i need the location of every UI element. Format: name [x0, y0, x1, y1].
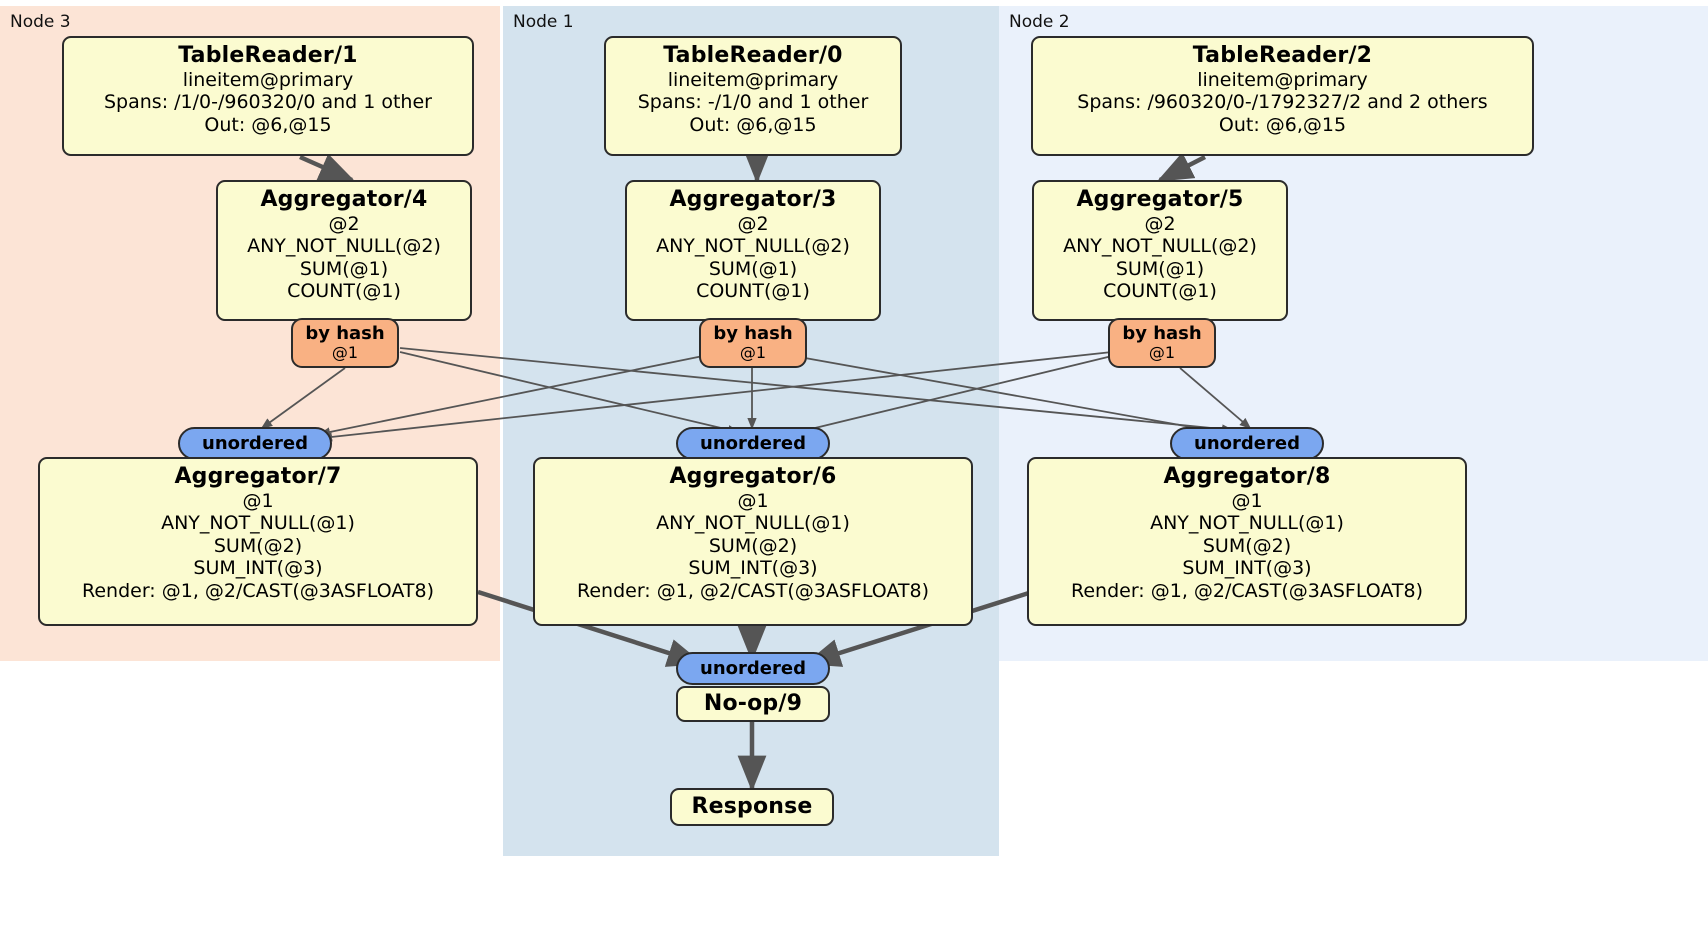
box-line: ANY_NOT_NULL(@2) — [247, 235, 441, 258]
processor-box-noop-9[interactable]: No-op/9 — [676, 686, 830, 722]
box-line: SUM_INT(@3) — [193, 557, 323, 580]
processor-box-tablereader-0[interactable]: TableReader/0 lineitem@primary Spans: -/… — [604, 36, 902, 156]
box-title: TableReader/1 — [178, 43, 358, 68]
processor-box-tablereader-1[interactable]: TableReader/1 lineitem@primary Spans: /1… — [62, 36, 474, 156]
box-line: Out: @6,@15 — [1218, 113, 1347, 136]
box-line: @1 — [1231, 489, 1263, 512]
processor-box-response[interactable]: Response — [670, 788, 834, 826]
box-line: SUM(@1) — [1115, 257, 1205, 280]
box-title: No-op/9 — [703, 691, 803, 716]
output-router-badge-by-hash-left[interactable]: by hash @1 — [291, 318, 399, 368]
box-title: Aggregator/5 — [1076, 187, 1244, 212]
sync-label: unordered — [1194, 432, 1300, 454]
box-title: Aggregator/4 — [260, 187, 428, 212]
box-line: ANY_NOT_NULL(@1) — [1150, 512, 1344, 535]
router-type-label: by hash — [713, 323, 793, 345]
box-line: Render: @1, @2/CAST(@3ASFLOAT8) — [577, 579, 929, 602]
box-title: Aggregator/3 — [669, 187, 837, 212]
node-panel-label: Node 1 — [513, 12, 574, 32]
box-line: COUNT(@1) — [287, 280, 401, 303]
box-line: SUM(@2) — [708, 534, 798, 557]
box-line: ANY_NOT_NULL(@2) — [1063, 235, 1257, 258]
router-type-label: by hash — [1122, 323, 1202, 345]
router-column-label: @1 — [739, 343, 767, 363]
box-title: Aggregator/6 — [669, 464, 837, 489]
box-line: lineitem@primary — [667, 68, 839, 91]
box-line: COUNT(@1) — [696, 280, 810, 303]
box-line: lineitem@primary — [1197, 68, 1368, 91]
box-line: Render: @1, @2/CAST(@3ASFLOAT8) — [1071, 579, 1423, 602]
processor-box-tablereader-2[interactable]: TableReader/2 lineitem@primary Spans: /9… — [1031, 36, 1534, 156]
box-line: COUNT(@1) — [1103, 280, 1217, 303]
box-line: ANY_NOT_NULL(@1) — [161, 512, 355, 535]
box-line: Spans: /1/0-/960320/0 and 1 other — [104, 91, 432, 114]
output-router-badge-by-hash-right[interactable]: by hash @1 — [1108, 318, 1216, 368]
processor-box-aggregator-3[interactable]: Aggregator/3 @2 ANY_NOT_NULL(@2) SUM(@1)… — [625, 180, 881, 321]
box-line: SUM_INT(@3) — [688, 557, 818, 580]
node-panel-label: Node 2 — [1009, 12, 1070, 32]
router-type-label: by hash — [305, 323, 385, 345]
box-line: ANY_NOT_NULL(@2) — [656, 235, 850, 258]
box-title: TableReader/0 — [663, 43, 843, 68]
box-line: lineitem@primary — [182, 68, 354, 91]
box-line: Out: @6,@15 — [689, 113, 817, 136]
node-panel-label: Node 3 — [10, 12, 71, 32]
processor-box-aggregator-5[interactable]: Aggregator/5 @2 ANY_NOT_NULL(@2) SUM(@1)… — [1032, 180, 1288, 321]
box-line: @1 — [737, 489, 769, 512]
processor-box-aggregator-8[interactable]: Aggregator/8 @1 ANY_NOT_NULL(@1) SUM(@2)… — [1027, 457, 1467, 626]
processor-box-aggregator-6[interactable]: Aggregator/6 @1 ANY_NOT_NULL(@1) SUM(@2)… — [533, 457, 973, 626]
box-line: SUM(@2) — [213, 534, 303, 557]
box-line: SUM(@1) — [299, 257, 389, 280]
router-column-label: @1 — [331, 343, 359, 363]
box-line: SUM(@1) — [708, 257, 798, 280]
input-sync-badge-unordered-center[interactable]: unordered — [676, 427, 830, 460]
output-router-badge-by-hash-center[interactable]: by hash @1 — [699, 318, 807, 368]
sync-label: unordered — [700, 432, 806, 454]
sync-label: unordered — [202, 432, 308, 454]
router-column-label: @1 — [1148, 343, 1176, 363]
box-line: ANY_NOT_NULL(@1) — [656, 512, 850, 535]
box-title: Response — [691, 794, 813, 819]
input-sync-badge-unordered-right[interactable]: unordered — [1170, 427, 1324, 460]
input-sync-badge-unordered-final[interactable]: unordered — [676, 652, 830, 685]
input-sync-badge-unordered-left[interactable]: unordered — [178, 427, 332, 460]
box-line: Render: @1, @2/CAST(@3ASFLOAT8) — [82, 579, 434, 602]
box-line: Spans: -/1/0 and 1 other — [637, 91, 869, 114]
processor-box-aggregator-7[interactable]: Aggregator/7 @1 ANY_NOT_NULL(@1) SUM(@2)… — [38, 457, 478, 626]
box-line: Out: @6,@15 — [204, 113, 332, 136]
box-line: @1 — [242, 489, 274, 512]
box-title: Aggregator/7 — [174, 464, 342, 489]
sync-label: unordered — [700, 657, 806, 679]
box-line: @2 — [328, 212, 360, 235]
box-line: @2 — [737, 212, 769, 235]
box-title: TableReader/2 — [1192, 43, 1373, 68]
box-title: Aggregator/8 — [1163, 464, 1331, 489]
box-line: SUM_INT(@3) — [1182, 557, 1312, 580]
box-line: Spans: /960320/0-/1792327/2 and 2 others — [1077, 91, 1488, 114]
box-line: SUM(@2) — [1202, 534, 1292, 557]
processor-box-aggregator-4[interactable]: Aggregator/4 @2 ANY_NOT_NULL(@2) SUM(@1)… — [216, 180, 472, 321]
box-line: @2 — [1144, 212, 1176, 235]
